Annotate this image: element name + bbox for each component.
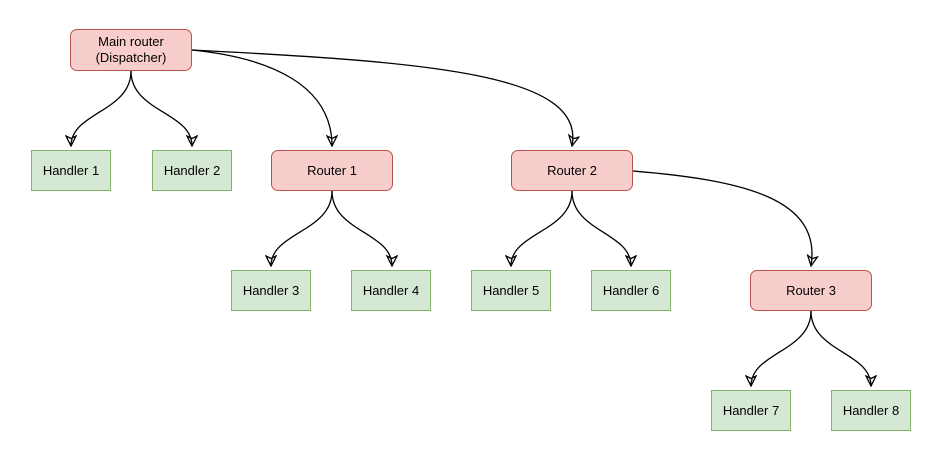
edge-router2-to-handler5 [511, 190, 573, 266]
edge-router1-to-handler4 [331, 190, 392, 266]
edge-main-to-handler1 [71, 70, 132, 146]
node-router-1: Router 1 [271, 150, 393, 191]
node-router-3: Router 3 [750, 270, 872, 311]
node-handler-5: Handler 5 [471, 270, 551, 311]
edge-main-to-router2 [191, 49, 573, 146]
edge-main-to-router1 [191, 49, 332, 146]
edge-router2-to-router3 [632, 170, 812, 266]
edge-router1-to-handler3 [271, 190, 333, 266]
node-handler-2: Handler 2 [152, 150, 232, 191]
node-handler-3: Handler 3 [231, 270, 311, 311]
edge-main-to-handler2 [130, 70, 192, 146]
node-handler-8: Handler 8 [831, 390, 911, 431]
node-handler-7: Handler 7 [711, 390, 791, 431]
edge-router2-to-handler6 [571, 190, 631, 266]
edge-router3-to-handler7 [751, 310, 812, 386]
node-main-router: Main router (Dispatcher) [70, 29, 192, 71]
node-handler-4: Handler 4 [351, 270, 431, 311]
node-handler-1: Handler 1 [31, 150, 111, 191]
node-router-2: Router 2 [511, 150, 633, 191]
node-handler-6: Handler 6 [591, 270, 671, 311]
edge-router3-to-handler8 [810, 310, 871, 386]
